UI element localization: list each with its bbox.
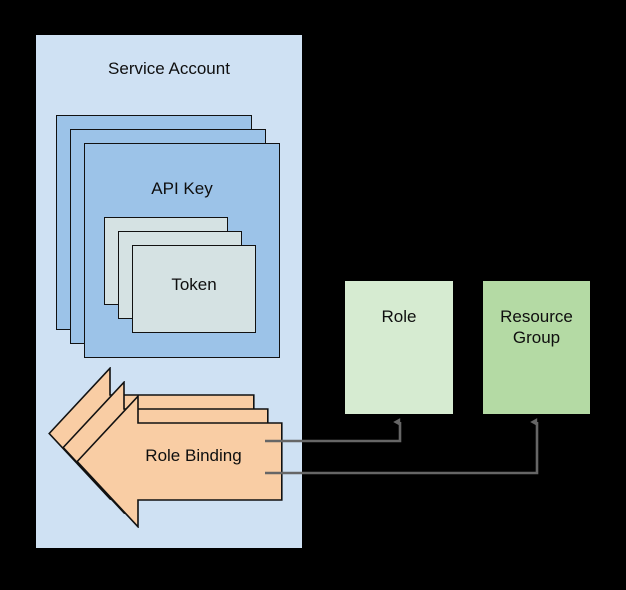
token-stack[interactable]: Token bbox=[104, 217, 256, 333]
token-label: Token bbox=[171, 275, 217, 294]
role-box[interactable]: Role bbox=[345, 281, 453, 414]
connector-role-binding-to-resource-group bbox=[265, 418, 539, 475]
resource-group-box[interactable]: Resource Group bbox=[483, 281, 590, 414]
api-key-label: API Key bbox=[151, 179, 213, 198]
service-account-label: Service Account bbox=[108, 59, 230, 78]
resource-group-label: Resource Group bbox=[483, 306, 590, 348]
role-binding-stack[interactable]: Role Binding bbox=[48, 367, 283, 528]
resource-group-label-line2: Group bbox=[512, 328, 561, 347]
token-card-front[interactable]: Token bbox=[132, 245, 256, 333]
role-label: Role bbox=[381, 307, 417, 326]
role-binding-label: Role Binding bbox=[145, 446, 242, 465]
resource-group-label-line1: Resource bbox=[500, 307, 573, 326]
